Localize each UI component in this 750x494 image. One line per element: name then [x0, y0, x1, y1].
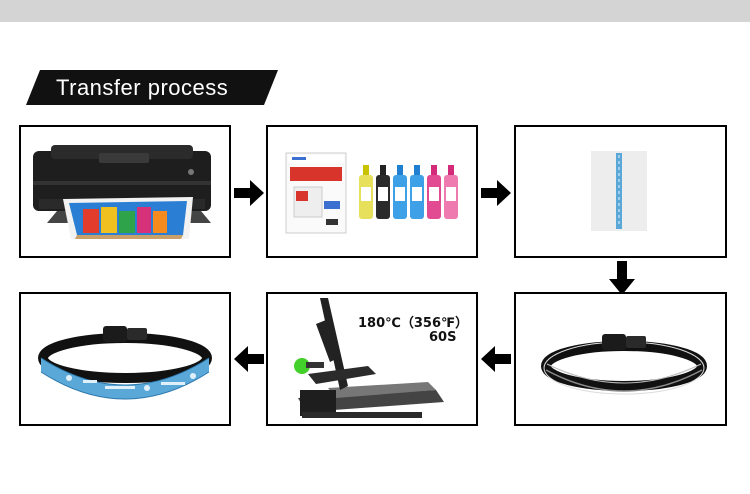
paper-and-ink-image — [268, 127, 476, 256]
step-blank-belt-box — [514, 292, 727, 426]
time-label: 60S — [429, 330, 456, 345]
transfer-paper-image — [516, 127, 725, 256]
arrow-right-icon — [234, 180, 264, 206]
finished-belt-image — [21, 294, 229, 424]
step-heat-press-box: 180℃（356℉） 60S — [266, 292, 478, 426]
arrow-left-icon — [234, 346, 264, 372]
step-printer-box — [19, 125, 231, 258]
step-paper-ink-box — [266, 125, 478, 258]
printer-image — [21, 127, 229, 256]
top-bar — [0, 0, 750, 22]
temperature-label: 180℃（356℉） — [358, 312, 468, 331]
arrow-right-icon — [481, 180, 511, 206]
step-transfer-paper-box — [514, 125, 727, 258]
section-banner: Transfer process — [26, 70, 278, 105]
arrow-down-icon — [609, 261, 635, 295]
blank-belt-image — [516, 294, 725, 424]
step-finished-belt-box — [19, 292, 231, 426]
arrow-left-icon — [481, 346, 511, 372]
section-title: Transfer process — [56, 75, 228, 101]
